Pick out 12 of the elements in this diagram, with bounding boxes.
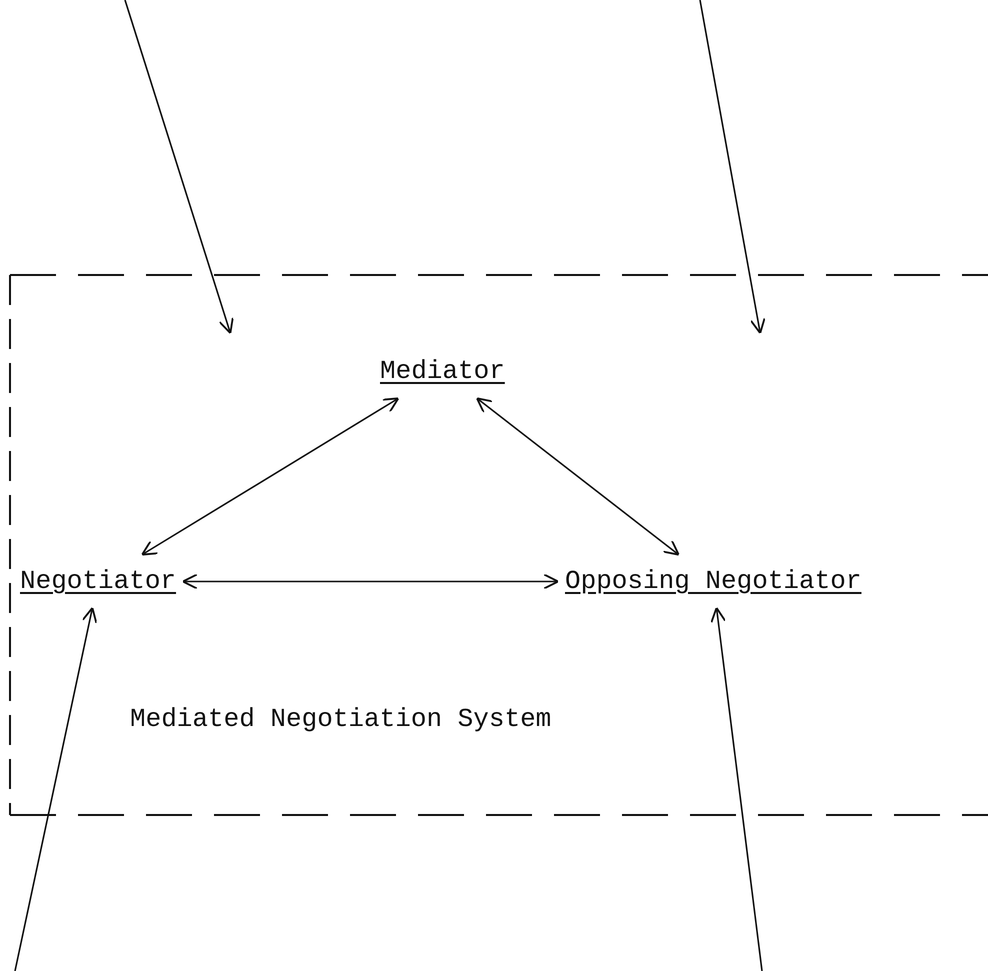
arrow: [14, 606, 98, 971]
negotiator-label: Negotiator: [20, 562, 176, 601]
arrow: [699, 0, 766, 334]
double-arrow: [141, 397, 400, 556]
arrow: [124, 0, 234, 334]
mediator-label: Mediator: [380, 352, 505, 391]
double-arrow: [182, 574, 560, 590]
system-boundary: [10, 275, 988, 815]
arrow: [710, 606, 763, 971]
double-arrow: [476, 397, 680, 556]
system-label: Mediated Negotiation System: [130, 703, 552, 736]
opposing-negotiator-label: Opposing Negotiator: [565, 562, 862, 601]
